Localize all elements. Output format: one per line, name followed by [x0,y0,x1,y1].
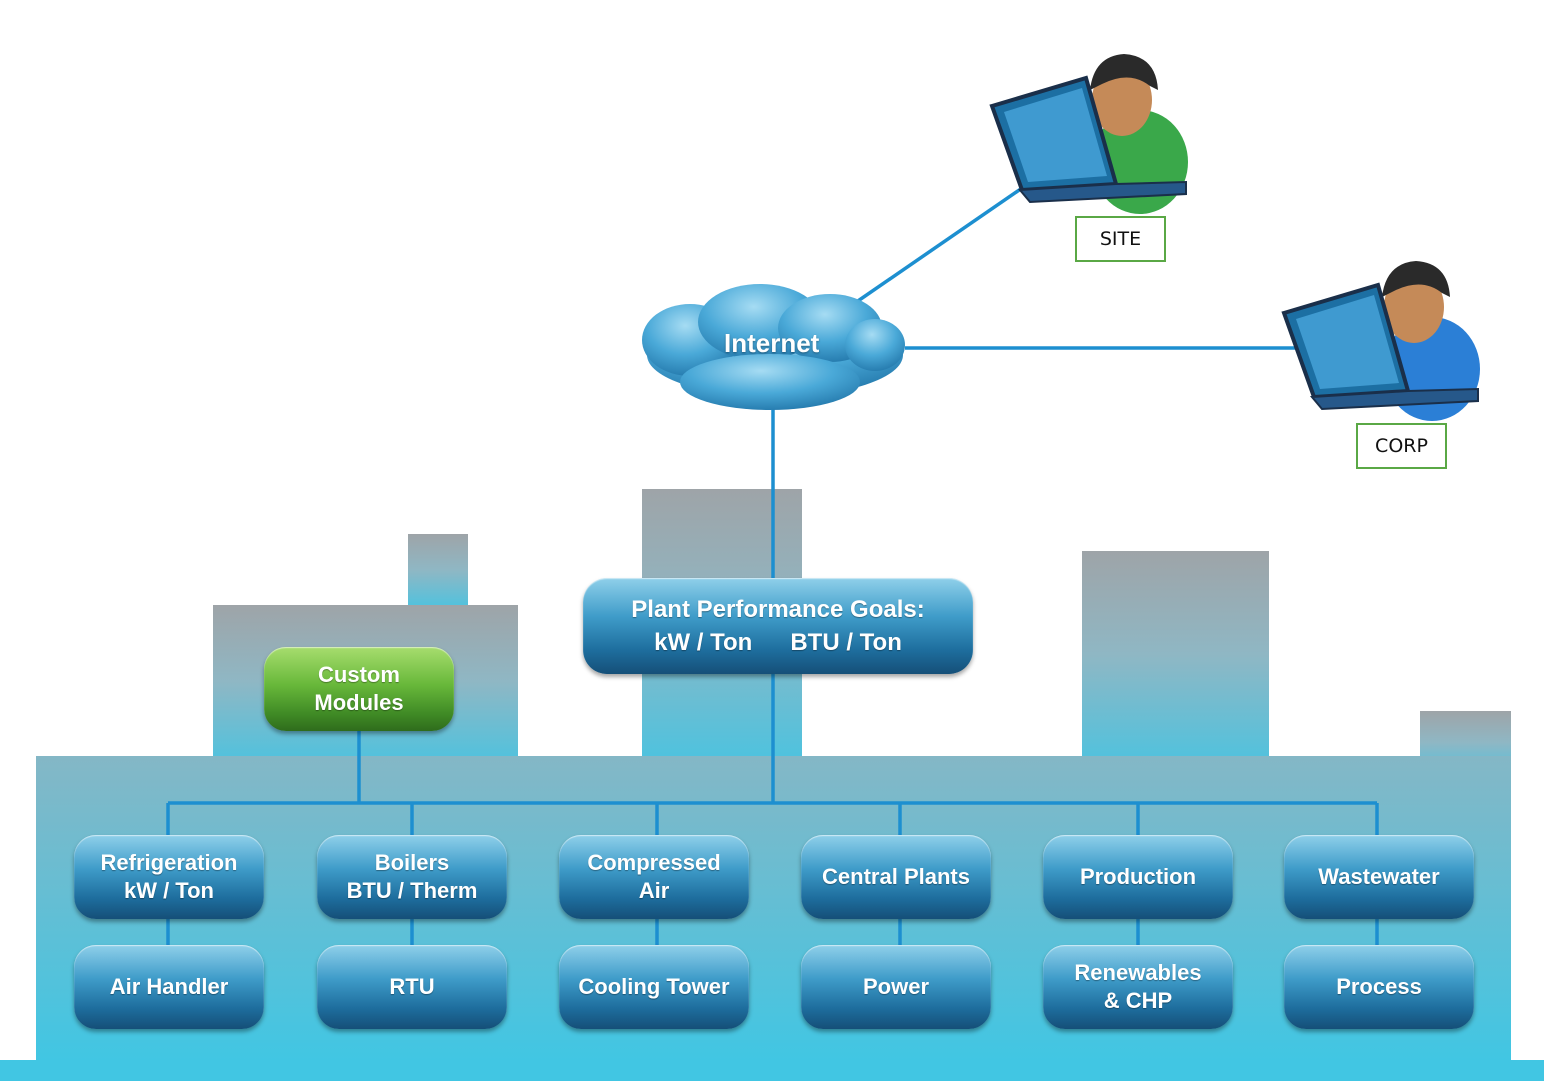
module-production: Production [1043,835,1233,919]
ground-strip [0,1060,1544,1081]
custom-modules-block: Custom Modules [264,647,454,731]
module-renewables-chp: Renewables & CHP [1043,945,1233,1029]
factory-base [36,756,1511,1060]
connector-lines [166,184,1379,946]
plant-performance-goals: Plant Performance Goals: kW / Ton BTU / … [583,578,973,674]
user-laptop-icon [989,54,1188,214]
internet-cloud-icon [642,284,905,410]
plant-goals-title: Plant Performance Goals: [631,596,925,623]
internet-label: Internet [724,328,820,358]
plant-goal-kw-ton: kW / Ton [654,629,753,656]
corp-label: CORP [1356,423,1447,469]
building-chimney [408,534,468,614]
module-wastewater: Wastewater [1284,835,1474,919]
module-central-plants: Central Plants [801,835,991,919]
module-boilers: Boilers BTU / Therm [317,835,507,919]
module-cooling-tower: Cooling Tower [559,945,749,1029]
building-right-tower [1082,551,1269,781]
module-power: Power [801,945,991,1029]
user-laptop-icon [1281,261,1480,421]
module-refrigeration: Refrigeration kW / Ton [74,835,264,919]
site-label: SITE [1075,216,1166,262]
module-rtu: RTU [317,945,507,1029]
module-process: Process [1284,945,1474,1029]
plant-goal-btu-ton: BTU / Ton [790,629,902,656]
module-compressed-air: Compressed Air [559,835,749,919]
module-air-handler: Air Handler [74,945,264,1029]
